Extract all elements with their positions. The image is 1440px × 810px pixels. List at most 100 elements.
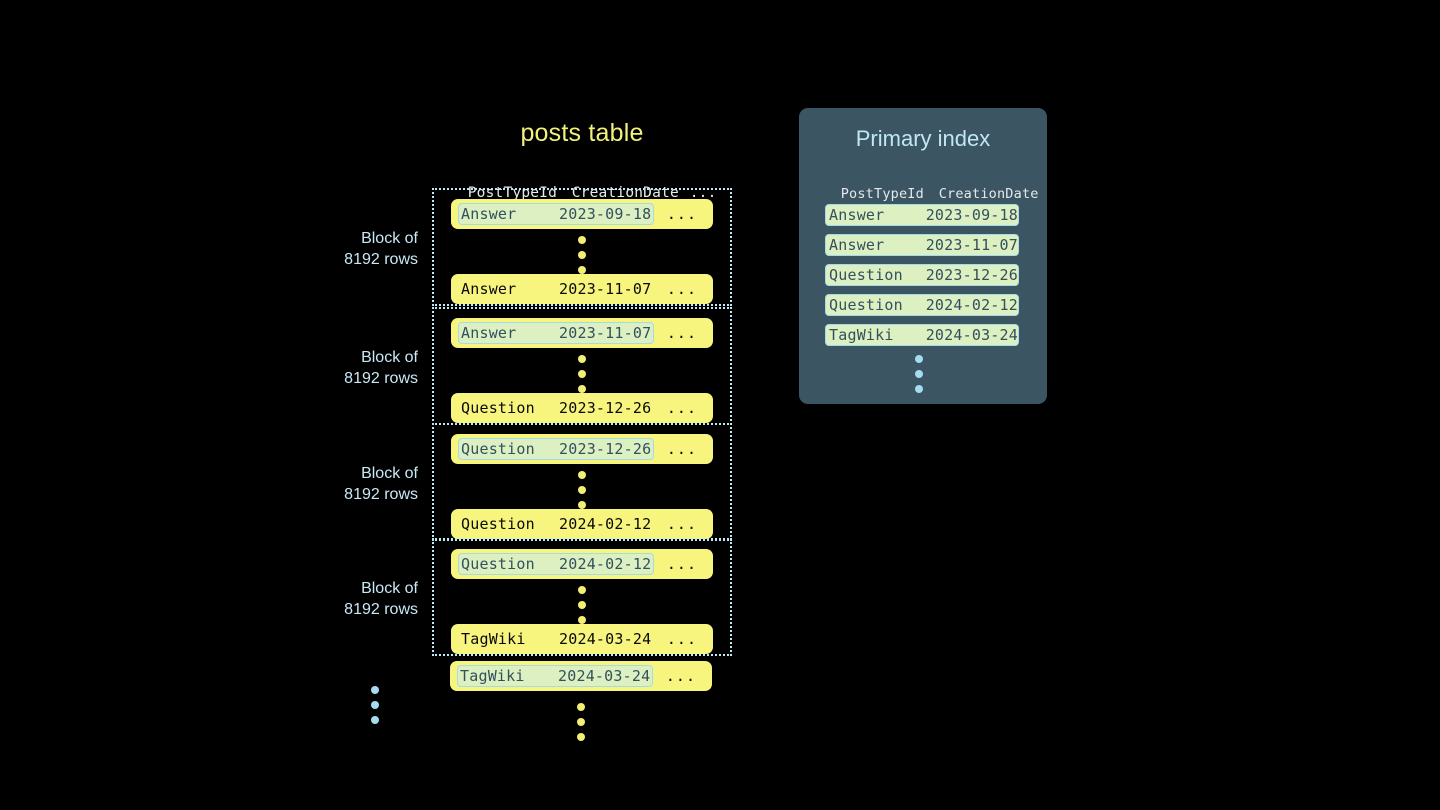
index-continues-indicator [915,355,923,393]
dot [578,251,586,259]
dot [915,385,923,393]
cell-creationdate: 2023-12-26 [559,399,652,417]
dot [578,471,586,479]
cell-creationdate: 2024-02-12 [925,296,1018,314]
rows-omitted-indicator [578,471,586,509]
cell-posttypeid: Answer [461,280,517,298]
cell-creationdate: 2023-11-07 [559,280,652,298]
cell-creationdate: 2024-03-24 [559,630,652,648]
block-label-line1: Block of [361,465,418,482]
table-row: Answer 2023-09-18 ... [451,199,713,229]
row-key: TagWiki 2024-03-24 [458,628,654,650]
dot [578,601,586,609]
dot [578,236,586,244]
table-row: Question 2023-12-26 ... [451,393,713,423]
dot [578,586,586,594]
cell-posttypeid: Question [461,555,535,573]
dot [371,701,379,709]
cell-creationdate: 2024-03-24 [558,667,651,685]
dot [915,370,923,378]
block-label-3: Block of 8192 rows [294,463,418,505]
dot [371,686,379,694]
cell-creationdate: 2023-11-07 [925,236,1018,254]
dot [578,266,586,274]
block-label-line1: Block of [361,580,418,597]
cell-creationdate: 2024-02-12 [559,555,652,573]
rows-omitted-indicator [578,586,586,624]
blocks-continue-indicator [371,686,379,724]
block-label-4: Block of 8192 rows [294,578,418,620]
cell-more: ... [666,515,697,533]
cell-posttypeid: Question [461,515,535,533]
cell-creationdate: 2023-09-18 [925,206,1018,224]
cell-more: ... [666,630,697,648]
dot [578,370,586,378]
dot [577,703,585,711]
cell-posttypeid: TagWiki [829,326,894,344]
primary-index-panel: Primary index PostTypeId CreationDate Ans… [799,108,1047,404]
block-label-line1: Block of [361,349,418,366]
cell-posttypeid: Answer [829,206,885,224]
cell-posttypeid: Question [461,399,535,417]
dot [578,355,586,363]
cell-more: ... [666,399,697,417]
primary-index-column-headers: PostTypeId CreationDate [799,167,1047,221]
cell-more: ... [666,205,697,223]
cell-more: ... [666,440,697,458]
dot [578,616,586,624]
cell-more: ... [666,324,697,342]
block-label-line2: 8192 rows [344,601,418,618]
cell-posttypeid: TagWiki [461,630,526,648]
cell-posttypeid: Answer [461,205,517,223]
table-row: Question 2024-02-12 ... [451,509,713,539]
row-key-highlight: Answer 2023-09-18 [458,203,655,225]
row-key-highlight: Question 2024-02-12 [458,553,655,575]
column-header-posttypeid: PostTypeId [840,186,924,202]
cell-posttypeid: TagWiki [460,667,525,685]
dot [577,733,585,741]
dot [577,718,585,726]
dot [578,501,586,509]
block-label-line2: 8192 rows [344,251,418,268]
cell-posttypeid: Question [829,266,903,284]
cell-creationdate: 2024-02-12 [559,515,652,533]
posts-table-title: posts table [520,119,644,147]
block-label-line2: 8192 rows [344,370,418,387]
row-key: Answer 2023-11-07 [458,278,654,300]
rows-omitted-indicator [578,236,586,274]
row-key: Question 2023-12-26 [458,397,654,419]
index-entry: TagWiki 2024-03-24 [825,324,1019,346]
block-label-2: Block of 8192 rows [294,347,418,389]
table-continues-indicator [577,703,585,741]
table-row: TagWiki 2024-03-24 ... [451,624,713,654]
dot [578,385,586,393]
table-block-4: Block of 8192 rows Question 2024-02-12 ..… [344,538,732,656]
block-label-line1: Block of [361,230,418,247]
index-entry: Answer 2023-09-18 [825,204,1019,226]
rows-omitted-indicator [578,355,586,393]
cell-posttypeid: Question [461,440,535,458]
block-label-line2: 8192 rows [344,486,418,503]
primary-index-title: Primary index [855,126,991,151]
cell-creationdate: 2024-03-24 [925,326,1018,344]
cell-creationdate: 2023-09-18 [559,205,652,223]
dot [371,716,379,724]
cell-creationdate: 2023-11-07 [559,324,652,342]
column-header-creationdate: CreationDate [938,186,1039,202]
dot [915,355,923,363]
block-label-1: Block of 8192 rows [294,228,418,270]
